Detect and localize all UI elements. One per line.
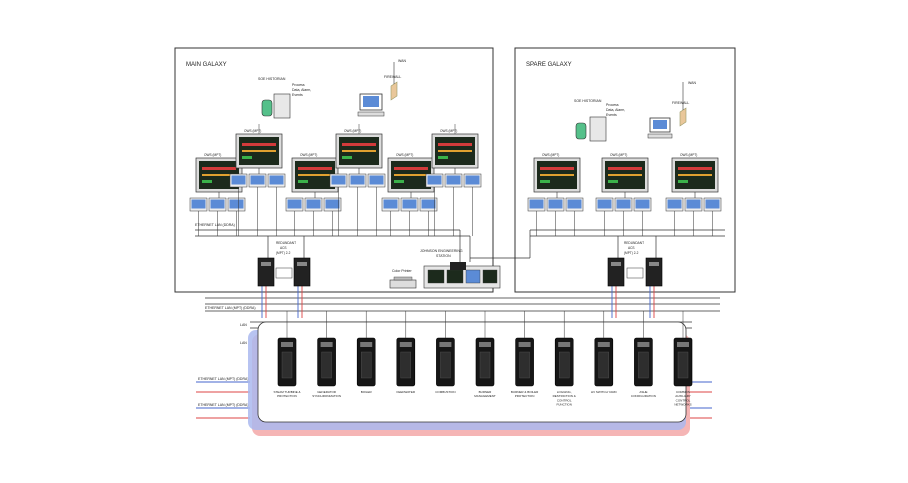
spare-acs-pair: REDUNDANT ACS (MPT) 2-2 (607, 241, 663, 287)
main-acs-label-2: ACS (280, 246, 287, 250)
spare-acs-label-3: (MPT) 2-2 (624, 251, 639, 255)
controller-cabinet: COMBUSTION (435, 311, 456, 394)
cabinet-label: PROTECTION (277, 394, 297, 398)
engineering-station: JOHNSON ENGINEERING STATION (420, 249, 501, 289)
cabinet-label: LOGGING, (557, 390, 572, 394)
spare-firewall: WAN FIREWALL (647, 81, 697, 139)
spare-wan-label: WAN (688, 81, 697, 85)
main-galaxy-title: MAIN GALAXY (186, 62, 227, 68)
main-ows-2: OWS (MPT) (285, 153, 342, 236)
engineering-station-label-2: STATION (436, 254, 451, 258)
main-galaxy-box (174, 47, 494, 293)
spare-historian-caption-1: Process (606, 103, 619, 107)
cabinet-label: SYNCHRONIZATION (312, 394, 341, 398)
spare-ows-2-label: OWS (MPT) (610, 153, 627, 157)
main-ows-6: OWS (MPT) (425, 124, 482, 236)
color-printer-label: Color Printer (392, 269, 412, 273)
ethernet-lan-2-label: ETHERNET LAN (MPT) (DDRA) (198, 403, 249, 407)
cabinet-label: BURNER & BOILER (511, 390, 539, 394)
spare-ows-3: OWS (MPT) (665, 153, 722, 236)
spare-ows-2: OWS (MPT) (595, 153, 652, 236)
controller-cabinet: STEAM TURBINE &PROTECTION (273, 311, 301, 398)
main-ows-3-label: OWS (MPT) (396, 153, 413, 157)
cabinet-label: RESTRICTION & (553, 394, 576, 398)
spare-acs-label-2: ACS (628, 246, 635, 250)
spare-workstations: OWS (MPT) OWS (MPT) OWS (MPT) (527, 153, 722, 236)
main-historian-label: SOE HISTORIAN (258, 77, 286, 81)
main-ows-2-label: OWS (MPT) (300, 153, 317, 157)
main-historian-caption-3: Events (292, 93, 303, 97)
cabinet-label: STEAM TURBINE & (273, 390, 300, 394)
cabinet-label: MANAGEMENT (474, 394, 496, 398)
lan-b-label: LAN (240, 341, 247, 345)
main-ows-3: OWS (MPT) (381, 153, 438, 236)
cabinet-label: CONFIGURATION (631, 394, 656, 398)
spare-galaxy-title: SPARE GALAXY (526, 62, 572, 68)
cabinet-label: PROTECTION (515, 394, 535, 398)
lan-a-label: LAN (240, 323, 247, 327)
main-ows-5: OWS (MPT) (329, 124, 386, 236)
main-ows-5-label: OWS (MPT) (344, 129, 361, 133)
main-historian-caption-1: Process (292, 83, 305, 87)
cabinet-label: COMBUSTION (435, 390, 455, 394)
main-acs-label-1: REDUNDANT (276, 241, 296, 245)
main-acs-label-3: (MPT) 2-2 (276, 251, 291, 255)
main-firewall: WAN FIREWALL (357, 59, 407, 117)
main-ows-6-label: OWS (MPT) (440, 129, 457, 133)
cabinet-label: BURNER (479, 390, 493, 394)
cabinet-label: COMMON (676, 390, 690, 394)
cabinet-label: CONTROL (676, 398, 691, 402)
ethernet-lan-main-label: ETHERNET LAN (DDRA) (195, 223, 235, 227)
cabinet-label: CONTROL (557, 398, 572, 402)
spare-ows-1-label: OWS (MPT) (542, 153, 559, 157)
spare-ows-1: OWS (MPT) (527, 153, 584, 236)
spare-ows-3-label: OWS (MPT) (680, 153, 697, 157)
cabinet-label: AUXILIARY (675, 394, 691, 398)
spare-historian-label: SOE HISTORIAN (574, 99, 602, 103)
main-ows-4-label: OWS (MPT) (244, 129, 261, 133)
spare-firewall-label: FIREWALL (672, 101, 689, 105)
cabinet-label: NETWORKS (674, 403, 691, 407)
spare-historian-caption-2: Data, Alarm, (606, 108, 625, 112)
ethernet-lan-1-label: ETHERNET LAN (MPT) (DDRA) (198, 377, 249, 381)
engineering-station-label-1: JOHNSON ENGINEERING (420, 249, 463, 253)
main-historian: SOE HISTORIAN Process Data, Alarm, Event… (258, 77, 311, 119)
cabinet-label: BOILER (361, 390, 373, 394)
spare-acs-label-1: REDUNDANT (624, 241, 644, 245)
main-historian-caption-2: Data, Alarm, (292, 88, 311, 92)
cabinet-label: GENERATOR (317, 390, 337, 394)
main-wan-label: WAN (398, 59, 407, 63)
main-ows-4: OWS (MPT) (229, 124, 286, 236)
controller-cabinet: FEEDWATER (396, 311, 416, 394)
spare-historian-caption-3: Events (606, 113, 617, 117)
main-firewall-label: FIREWALL (384, 75, 401, 79)
spare-historian: SOE HISTORIAN Process Data, Alarm, Event… (574, 99, 625, 142)
cabinet-label: FEEDWATER (397, 390, 416, 394)
cabinet-label: ASHE (639, 390, 647, 394)
color-printer: Color Printer (389, 269, 417, 289)
cabinet-label: FUNCTION (556, 403, 572, 407)
controller-cabinet: HV SWITCH YARD (591, 311, 618, 394)
main-workstations: OWS (MPT) OWS (MPT) OWS (MPT) OWS (MPT) OWS … (189, 124, 482, 236)
ethernet-lan-lower-label: ETHERNET LAN (MPT) (DDRA) (205, 306, 256, 310)
controller-cabinet: BOILER (356, 311, 376, 394)
cabinet-label: HV SWITCH YARD (591, 390, 618, 394)
main-acs-pair: REDUNDANT ACS (MPT) 2-2 (257, 241, 311, 287)
colored-links (196, 286, 712, 419)
main-ows-1-label: OWS (MPT) (204, 153, 221, 157)
spare-galaxy-box (514, 47, 736, 293)
controller-cabinets: STEAM TURBINE &PROTECTIONGENERATORSYNCHR… (273, 311, 693, 407)
